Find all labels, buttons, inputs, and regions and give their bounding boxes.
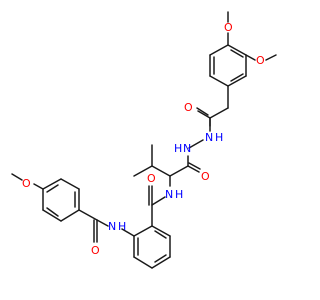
oxygen-atom-benzoyl-carbonyl: O <box>91 244 100 257</box>
amide-nh-center: N H <box>151 175 183 206</box>
methoxy-group-left: O <box>11 173 44 190</box>
anthranil-ring <box>133 225 171 269</box>
hydrogen-label-amide-center: H <box>175 188 183 201</box>
dimethoxyphenyl-ring <box>209 44 247 87</box>
benzoyl-carbonyl: O <box>78 209 100 257</box>
hydrogen-label-anilide: H <box>118 220 126 233</box>
anilide-nh: N H <box>96 219 135 237</box>
hydrazide-nh-nh: N H H N <box>174 131 223 167</box>
nitrogen-atom-hydrazide-2: N <box>183 142 191 155</box>
hydrogen-label-hydrazide-2: H <box>174 142 182 155</box>
methoxyphenyl-ring <box>42 178 80 222</box>
anthranil-carbonyl: O <box>147 172 156 227</box>
oxygen-atom-hydrazide-carbonyl: O <box>184 101 193 114</box>
nitrogen-atom-hydrazide-1: N <box>205 131 213 144</box>
oxygen-atom-methoxy-top: O <box>224 21 233 34</box>
methoxy-group-right: O <box>245 54 277 67</box>
acetyl-linker: O <box>184 85 229 132</box>
molecule-structure: O O O N H H N O N <box>11 11 277 269</box>
methoxy-group-top: O <box>224 11 233 46</box>
valine-side-chain <box>133 144 171 177</box>
valine-carbonyl: O <box>169 162 210 183</box>
oxygen-atom-valine-carbonyl: O <box>201 170 210 183</box>
oxygen-atom-anthranil-carbonyl: O <box>147 172 156 185</box>
molecule-canvas: O O O N H H N O N <box>11 11 277 269</box>
hydrogen-label-hydrazide-1: H <box>215 131 223 144</box>
nitrogen-atom-amide-center: N <box>165 188 173 201</box>
nitrogen-atom-anilide: N <box>108 220 116 233</box>
oxygen-atom-methoxy-right: O <box>256 54 265 67</box>
oxygen-atom-methoxy-left: O <box>22 177 31 190</box>
